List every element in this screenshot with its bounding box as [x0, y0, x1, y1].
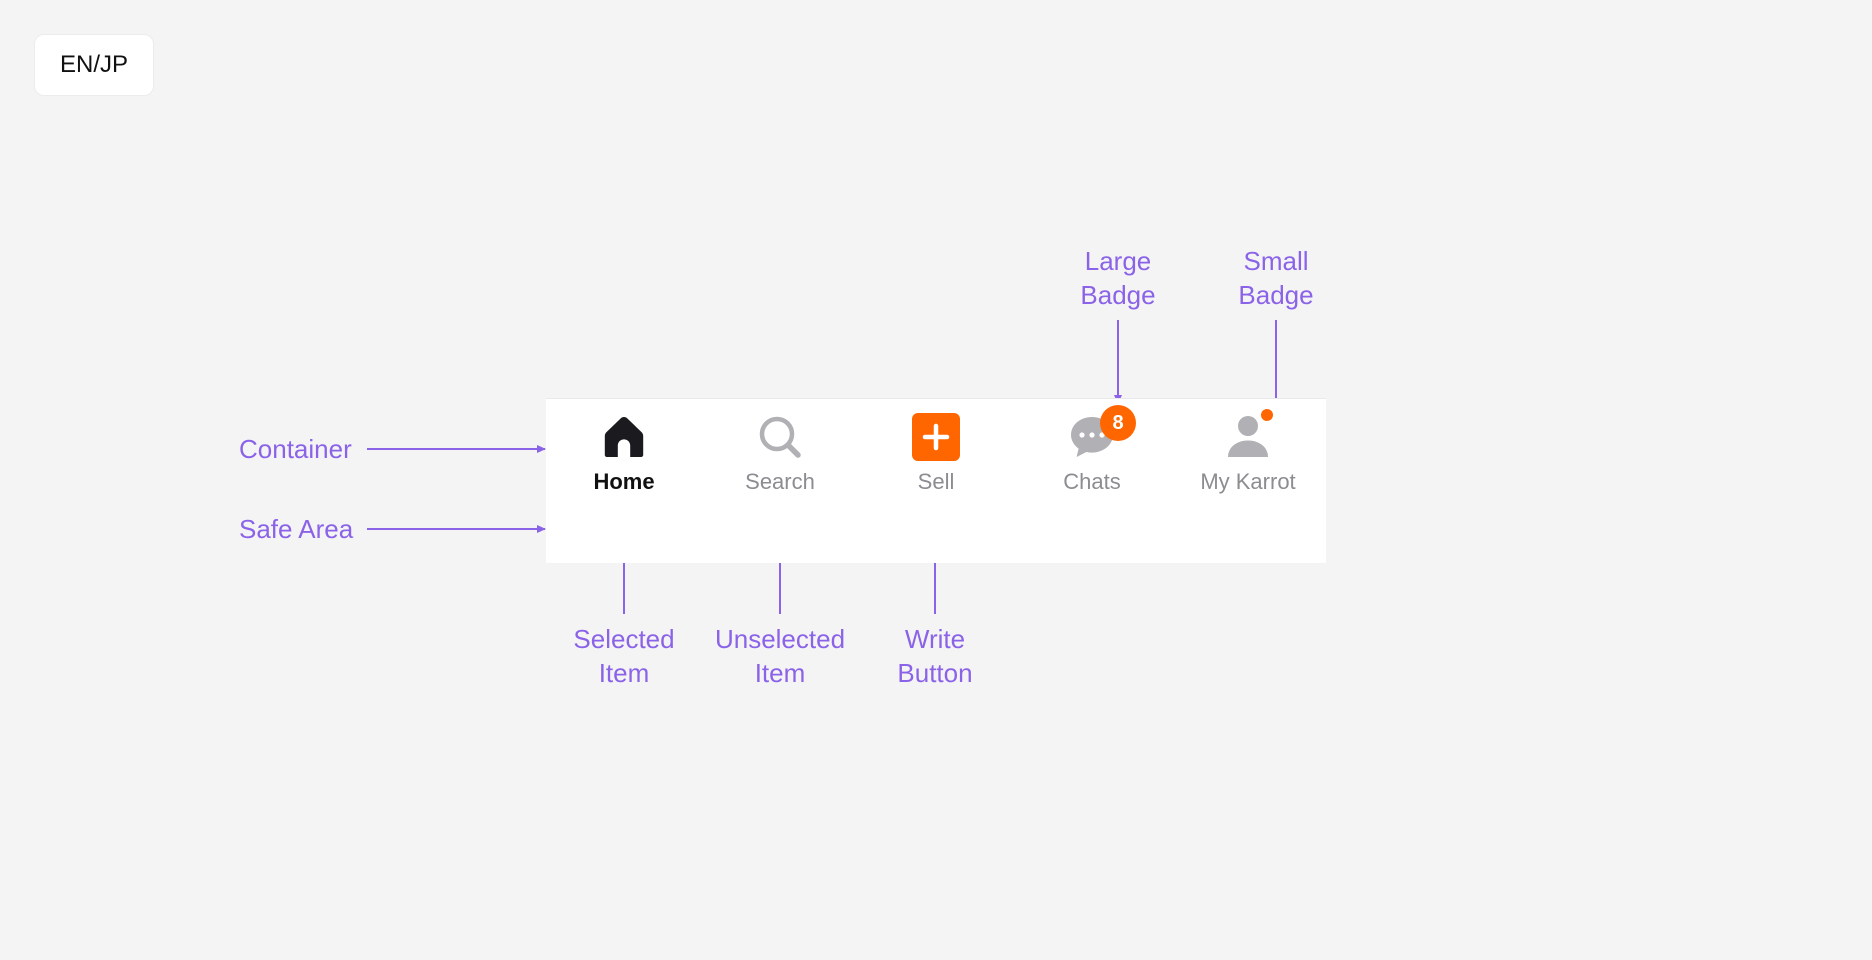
large-badge: 8 — [1100, 405, 1136, 441]
large-badge-annotation: Large Badge — [1080, 246, 1156, 310]
tab-sell-write-button[interactable]: Sell — [858, 399, 1014, 509]
tab-my-karrot[interactable]: My Karrot — [1170, 399, 1326, 509]
search-icon — [756, 413, 804, 461]
tab-home-label: Home — [593, 469, 655, 494]
small-badge-annotation: Small Badge — [1238, 246, 1314, 310]
tab-search[interactable]: Search — [702, 399, 858, 509]
safe-area-annotation: Safe Area — [239, 514, 354, 544]
tab-home[interactable]: Home — [546, 399, 702, 509]
tab-chats-label: Chats — [1063, 469, 1121, 494]
small-badge-dot — [1261, 409, 1273, 421]
container-annotation: Container — [239, 434, 352, 464]
tabbar-container: Home Search Sell — [546, 398, 1326, 563]
chat-bubble-icon: 8 — [1068, 405, 1136, 461]
tab-sell-label: Sell — [917, 469, 955, 494]
plus-icon — [912, 413, 960, 461]
tab-search-label: Search — [745, 469, 815, 494]
tab-chats[interactable]: 8 Chats — [1014, 399, 1170, 509]
lang-toggle-button[interactable]: EN/JP — [34, 34, 154, 96]
unselected-item-annotation: Unselected Item — [714, 624, 846, 688]
selected-item-annotation: Selected Item — [573, 624, 675, 688]
write-button-annotation: Write Button — [897, 624, 973, 688]
home-icon — [600, 413, 648, 461]
tab-my-karrot-label: My Karrot — [1200, 469, 1296, 494]
user-icon — [1224, 409, 1273, 461]
